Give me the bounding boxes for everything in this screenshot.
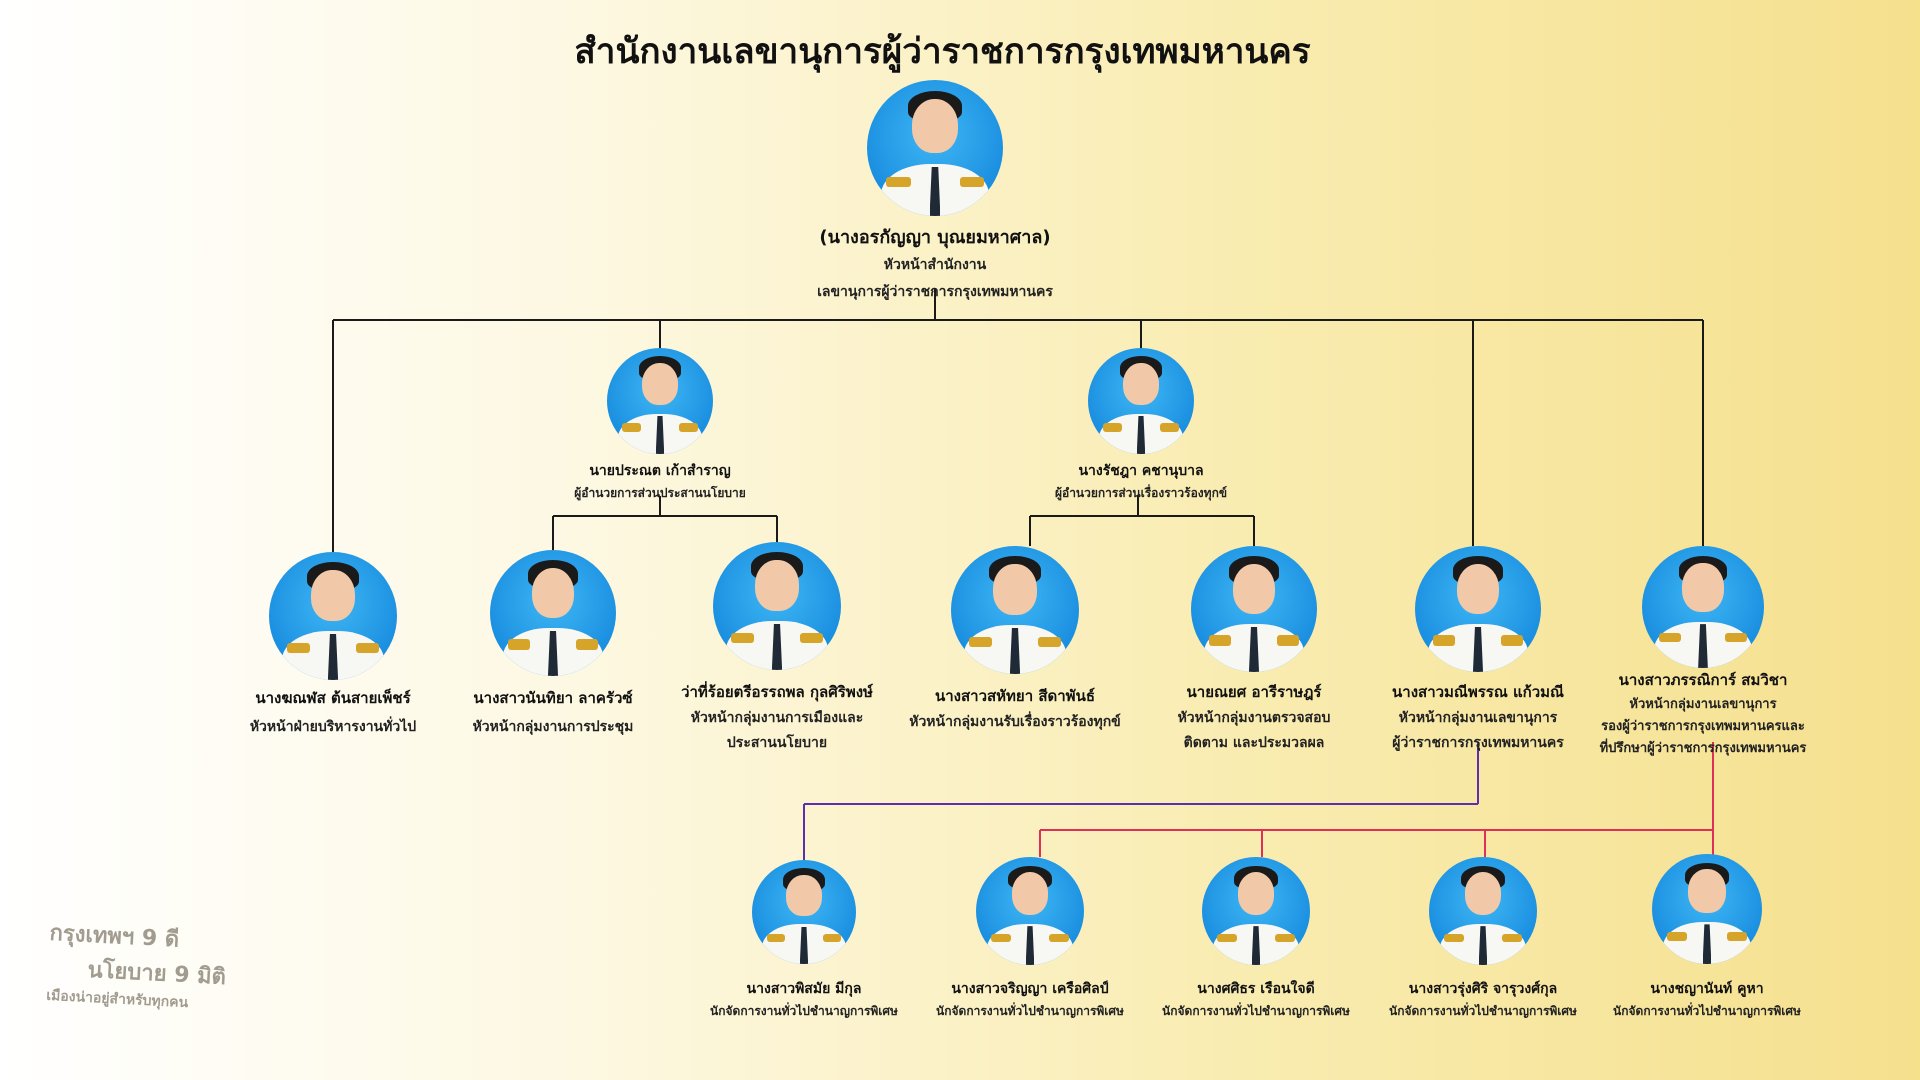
staff-role-line1: หัวหน้ากลุ่มงานเลขานุการ xyxy=(1629,697,1777,712)
officer-name: นางสาวพิสมัย มีกุล xyxy=(746,981,862,997)
director-role: ผู้อำนวยการส่วนประสานนโยบาย xyxy=(574,486,746,500)
staff-card: นางสาวมณีพรรณ แก้วมณี หัวหน้ากลุ่มงานเลข… xyxy=(1358,546,1598,754)
staff-card: ว่าที่ร้อยตรีอรรถพล กุลศิริพงษ์ หัวหน้าก… xyxy=(652,542,902,754)
staff-name: นางสาวนันทิยา ลาครัวซ์ xyxy=(473,689,633,707)
staff-name: นางฆณฬส ต้นสายเพ็ชร์ xyxy=(255,689,411,707)
staff-role-line1: หัวหน้ากลุ่มงานการประชุม xyxy=(472,719,634,735)
staff-name: นางสาวสหัทยา สีดาพันธ์ xyxy=(935,687,1095,705)
officer-card: นางสาวพิสมัย มีกุล นักจัดการงานทั่วไปชำน… xyxy=(694,860,914,1021)
director-name: นายประณต เก้าสำราญ xyxy=(589,463,731,479)
director-card: นายประณต เก้าสำราญ ผู้อำนวยการส่วนประสาน… xyxy=(510,348,810,503)
officer-card: นางสาวจริญญา เครือศิลป์ นักจัดการงานทั่ว… xyxy=(920,857,1140,1021)
head-role-line2: เลขานุการผู้ว่าราชการกรุงเทพมหานคร xyxy=(817,284,1053,300)
officer-role: นักจัดการงานทั่วไปชำนาญการพิเศษ xyxy=(936,1004,1124,1018)
officer-photo xyxy=(752,860,856,964)
director-card: นางรัชฎา คชานุบาล ผู้อำนวยการส่วนเรื่องร… xyxy=(991,348,1291,503)
officer-role: นักจัดการงานทั่วไปชำนาญการพิเศษ xyxy=(1162,1004,1350,1018)
officer-card: นางศศิธร เรือนใจดี นักจัดการงานทั่วไปชำน… xyxy=(1146,857,1366,1021)
staff-role-line1: หัวหน้ากลุ่มงานเลขานุการ xyxy=(1398,710,1558,726)
officer-name: นางชญานันท์ คูหา xyxy=(1650,981,1764,997)
officer-role: นักจัดการงานทั่วไปชำนาญการพิเศษ xyxy=(1613,1004,1801,1018)
officer-name: นางสาวรุ่งศิริ จารุวงศ์กุล xyxy=(1408,981,1558,997)
staff-role-line2: รองผู้ว่าราชการกรุงเทพมหานครและ xyxy=(1601,719,1805,734)
slogan-block: กรุงเทพฯ 9 ดี นโยบาย 9 มิติ เมืองน่าอยู่… xyxy=(46,915,251,1017)
staff-photo xyxy=(1415,546,1541,672)
officer-role: นักจัดการงานทั่วไปชำนาญการพิเศษ xyxy=(1389,1004,1577,1018)
staff-role-line1: หัวหน้ากลุ่มงานการเมืองและ xyxy=(690,710,864,726)
head-name: (นางอรกัญญา บุณยมหาศาล) xyxy=(819,227,1051,248)
officer-card: นางชญานันท์ คูหา นักจัดการงานทั่วไปชำนาญ… xyxy=(1597,854,1817,1021)
staff-name: ว่าที่ร้อยตรีอรรถพล กุลศิริพงษ์ xyxy=(681,683,873,701)
staff-photo xyxy=(490,550,616,676)
black-connectors xyxy=(332,288,1704,552)
director-photo xyxy=(607,348,713,454)
officer-photo xyxy=(1202,857,1310,965)
staff-photo xyxy=(1191,546,1317,672)
staff-card: นายณยศ อารีราษฎร์ หัวหน้ากลุ่มงานตรวจสอบ… xyxy=(1134,546,1374,754)
officer-name: นางสาวจริญญา เครือศิลป์ xyxy=(951,981,1109,997)
officer-name: นางศศิธร เรือนใจดี xyxy=(1197,981,1315,997)
staff-role-line1: หัวหน้ากลุ่มงานรับเรื่องราวร้องทุกข์ xyxy=(909,714,1121,730)
red-connectors xyxy=(1039,742,1714,857)
staff-card: นางสาวภรรณิการ์ สมวิชา หัวหน้ากลุ่มงานเล… xyxy=(1561,546,1845,758)
staff-role-line2: ผู้ว่าราชการกรุงเทพมหานคร xyxy=(1392,735,1564,751)
staff-role-line1: หัวหน้าฝ่ายบริหารงานทั่วไป xyxy=(249,719,417,735)
staff-role-line3: ที่ปรึกษาผู้ว่าราชการกรุงเทพมหานคร xyxy=(1599,741,1807,756)
officer-photo xyxy=(976,857,1084,965)
staff-photo xyxy=(713,542,841,670)
staff-name: นางสาวมณีพรรณ แก้วมณี xyxy=(1392,683,1564,701)
head-card: (นางอรกัญญา บุณยมหาศาล) หัวหน้าสำนักงาน … xyxy=(735,80,1135,303)
head-photo xyxy=(867,80,1003,216)
staff-role-line1: หัวหน้ากลุ่มงานตรวจสอบ xyxy=(1177,710,1331,726)
staff-role-line2: ติดตาม และประมวลผล xyxy=(1183,735,1325,751)
director-name: นางรัชฎา คชานุบาล xyxy=(1078,463,1204,479)
head-role-line1: หัวหน้าสำนักงาน xyxy=(883,257,987,273)
staff-name: นายณยศ อารีราษฎร์ xyxy=(1186,683,1322,701)
staff-card: นางฆณฬส ต้นสายเพ็ชร์ หัวหน้าฝ่ายบริหารงา… xyxy=(213,552,453,738)
staff-photo xyxy=(269,552,397,680)
staff-photo xyxy=(951,546,1079,674)
staff-name: นางสาวภรรณิการ์ สมวิชา xyxy=(1618,671,1788,689)
officer-role: นักจัดการงานทั่วไปชำนาญการพิเศษ xyxy=(710,1004,898,1018)
purple-connectors xyxy=(803,742,1479,860)
officer-photo xyxy=(1429,857,1537,965)
officer-card: นางสาวรุ่งศิริ จารุวงศ์กุล นักจัดการงานท… xyxy=(1373,857,1593,1021)
staff-card: นางสาวสหัทยา สีดาพันธ์ หัวหน้ากลุ่มงานรั… xyxy=(895,546,1135,733)
staff-role-line2: ประสานนโยบาย xyxy=(726,735,828,751)
officer-photo xyxy=(1652,854,1762,964)
director-photo xyxy=(1088,348,1194,454)
director-role: ผู้อำนวยการส่วนเรื่องราวร้องทุกข์ xyxy=(1054,486,1228,500)
staff-card: นางสาวนันทิยา ลาครัวซ์ หัวหน้ากลุ่มงานกา… xyxy=(433,550,673,738)
page-title: สำนักงานเลขานุการผู้ว่าราชการกรุงเทพมหาน… xyxy=(574,32,1311,72)
staff-photo xyxy=(1642,546,1764,668)
